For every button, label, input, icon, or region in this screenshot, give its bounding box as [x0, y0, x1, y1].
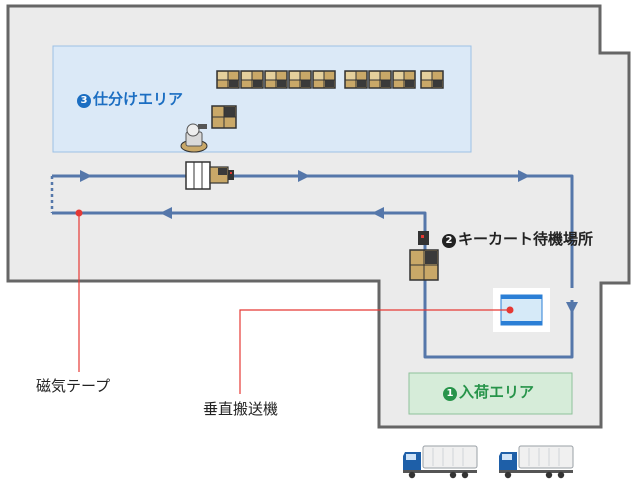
arrowhead-icon: [518, 170, 530, 182]
cardboard-box-icon: [420, 70, 444, 89]
waiting-cart-icon: [409, 231, 439, 281]
area-number-badge: 3: [77, 94, 91, 108]
sorting-area: [52, 45, 472, 153]
area-number-badge: 1: [443, 387, 457, 401]
callout-lines: [78, 213, 510, 394]
cardboard-box-icon: [240, 70, 264, 89]
cardboard-box-icon: [288, 70, 312, 89]
robot-arm-icon: [180, 123, 208, 153]
receiving-area: [408, 372, 573, 415]
sorting-box-stack: [211, 105, 237, 129]
arrowhead-icon: [566, 302, 578, 314]
sorting-box-row: [216, 70, 444, 89]
delivery-truck-icon: [402, 445, 478, 479]
cardboard-box-icon: [312, 70, 336, 89]
vertical-conveyor-label: 垂直搬送機: [203, 400, 279, 418]
cart-waiting-text: キーカート待機場所: [458, 230, 594, 248]
sorting-area-text: 仕分けエリア: [93, 90, 184, 108]
cardboard-box-icon: [392, 70, 416, 89]
conveyor-callout-line: [239, 309, 510, 394]
tape-callout-dot: [75, 209, 83, 217]
route-arrows: [80, 170, 578, 314]
arrowhead-icon: [298, 170, 310, 182]
cardboard-box-icon: [216, 70, 240, 89]
arrowhead-icon: [160, 207, 172, 219]
agv-cart-icon: [185, 161, 234, 190]
cardboard-box-icon: [344, 70, 368, 89]
cardboard-box-icon: [368, 70, 392, 89]
route-lower: [52, 211, 574, 359]
receiving-area-text: 入荷エリア: [459, 383, 535, 401]
cardboard-box-icon: [264, 70, 288, 89]
conveyor-callout-dot: [506, 306, 514, 314]
arrowhead-icon: [80, 170, 92, 182]
delivery-truck-icon: [498, 445, 574, 479]
magnetic-tape-label: 磁気テープ: [36, 377, 111, 395]
arrowhead-icon: [372, 207, 384, 219]
area-number-badge: 2: [442, 234, 456, 248]
